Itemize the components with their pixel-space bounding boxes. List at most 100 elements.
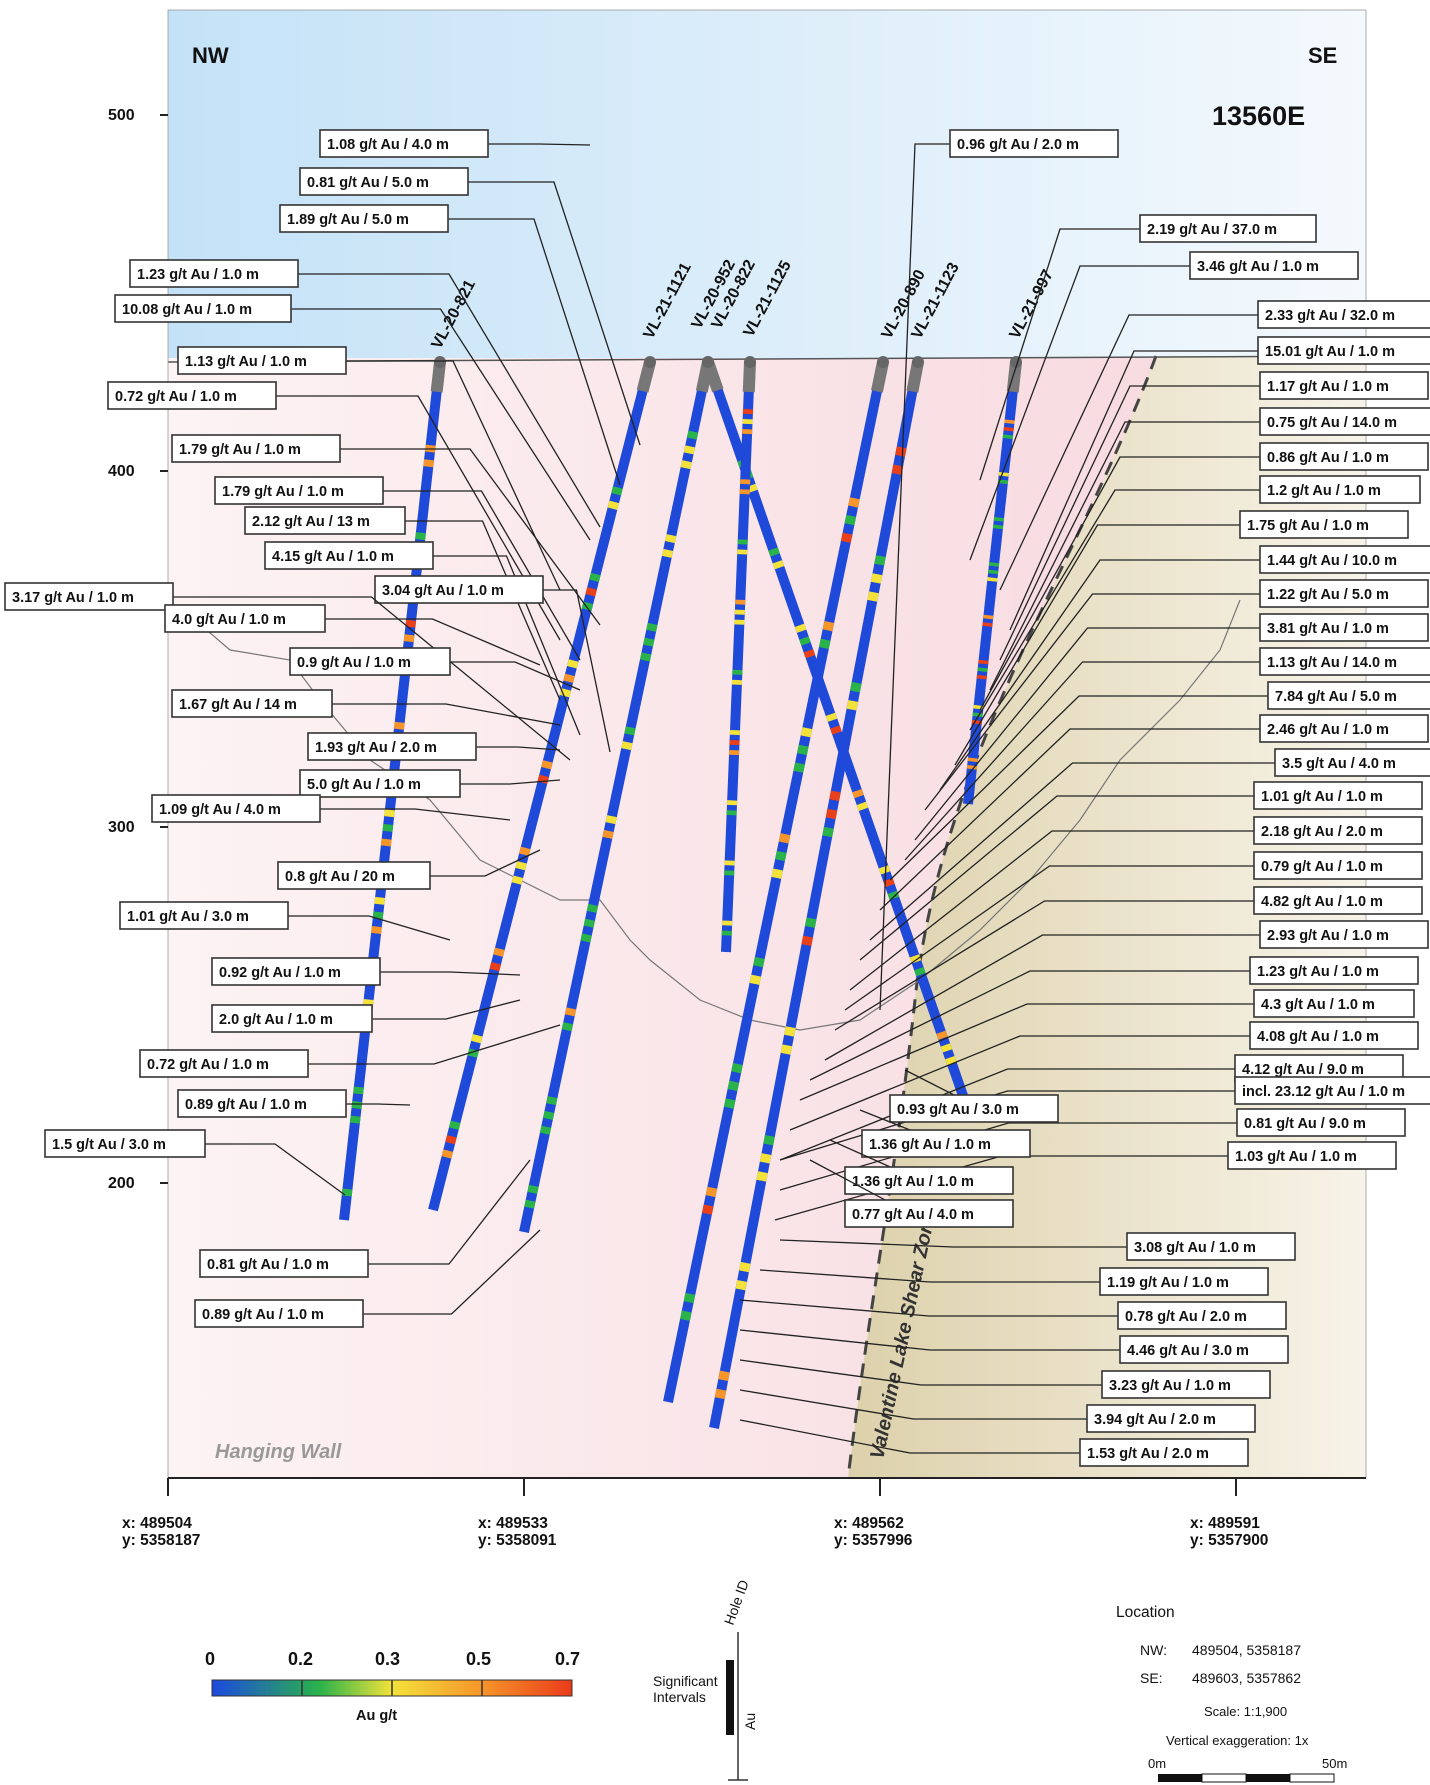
annotation-box xyxy=(151,794,321,823)
assay-band xyxy=(624,726,636,736)
assay-band xyxy=(546,1096,558,1106)
assay-annotation: 1.44 g/t Au / 10.0 m xyxy=(939,545,1430,791)
annotation-text: 4.08 g/t Au / 1.0 m xyxy=(1257,1029,1379,1045)
assay-band xyxy=(471,1034,483,1044)
assay-band xyxy=(803,649,816,659)
vertical-exaggeration: Vertical exaggeration: 1x xyxy=(1166,1733,1309,1748)
coord-x-4: x: 489591 xyxy=(1190,1515,1260,1532)
assay-annotation: incl. 23.12 g/t Au / 1.0 m xyxy=(779,1076,1430,1161)
annotation-box xyxy=(1253,886,1423,915)
assay-band xyxy=(914,966,926,977)
legend-tick-07: 0.7 xyxy=(555,1649,580,1669)
leader-line xyxy=(383,490,581,661)
assay-annotation: 0.77 g/t Au / 4.0 m xyxy=(809,1159,1014,1228)
assay-band xyxy=(541,760,553,770)
annotation-box xyxy=(1253,781,1423,810)
assay-annotation: 10.08 g/t Au / 1.0 m xyxy=(114,294,591,541)
assay-band xyxy=(844,514,857,526)
annotation-box xyxy=(1117,1301,1287,1330)
annotation-text: 0.72 g/t Au / 1.0 m xyxy=(115,389,237,405)
annotation-box xyxy=(114,294,292,323)
annotation-box xyxy=(1259,442,1429,471)
annotation-box xyxy=(1126,1232,1296,1261)
assay-band xyxy=(423,459,435,468)
assay-annotation: 0.86 g/t Au / 1.0 m xyxy=(979,442,1429,711)
annotation-text: 2.33 g/t Au / 32.0 m xyxy=(1265,308,1395,324)
leader-line xyxy=(1009,350,1258,631)
assay-annotation: 1.36 g/t Au / 1.0 m xyxy=(829,1139,1014,1195)
assay-band xyxy=(735,1279,748,1291)
leader-line xyxy=(363,1229,541,1315)
leader-line xyxy=(979,228,1140,481)
assay-band xyxy=(793,762,805,773)
leader-line xyxy=(298,273,601,528)
assay-annotation: 0.8 g/t Au / 20 m xyxy=(277,849,541,890)
annotation-text: 1.93 g/t Au / 2.0 m xyxy=(315,740,437,756)
assay-band xyxy=(393,721,405,730)
leader-line xyxy=(450,661,581,691)
annotation-box xyxy=(1259,920,1429,949)
annotation-box xyxy=(171,434,341,463)
leader-line xyxy=(405,520,561,701)
annotation-box xyxy=(1253,989,1415,1018)
assay-band xyxy=(683,1292,696,1304)
leader-line xyxy=(173,596,571,761)
assay-annotation: 0.81 g/t Au / 5.0 m xyxy=(299,167,641,446)
annotation-text: 0.92 g/t Au / 1.0 m xyxy=(219,965,341,981)
assay-annotation: 4.08 g/t Au / 1.0 m xyxy=(789,1021,1419,1131)
annotation-box xyxy=(1259,647,1430,676)
assay-band xyxy=(895,446,907,457)
location-nw-value: 489504, 5358187 xyxy=(1192,1642,1301,1658)
footwall-zone xyxy=(848,356,1366,1478)
leader-line xyxy=(879,728,1260,911)
coordinate-axis: x: 489504 y: 5358187 x: 489533 y: 535809… xyxy=(122,1478,1268,1549)
annotation-text: 1.01 g/t Au / 3.0 m xyxy=(127,909,249,925)
assay-band xyxy=(840,532,853,543)
annotation-text: 3.81 g/t Au / 1.0 m xyxy=(1267,621,1389,637)
drill-hole: VL-20-822 xyxy=(702,257,973,1112)
leader-line xyxy=(969,489,1260,731)
assay-annotation: 2.46 g/t Au / 1.0 m xyxy=(879,714,1429,911)
annotation-box xyxy=(44,1129,206,1158)
annotation-box xyxy=(139,1049,309,1078)
assay-annotations: 1.08 g/t Au / 4.0 m 0.81 g/t Au / 5.0 m 1.… xyxy=(4,129,1430,1467)
annotation-text: 1.67 g/t Au / 14 m xyxy=(179,697,297,713)
assay-band xyxy=(351,1101,363,1110)
leader-line xyxy=(924,593,1260,811)
assay-annotation: 1.08 g/t Au / 4.0 m xyxy=(319,129,591,158)
annotation-box xyxy=(1099,1267,1269,1296)
assay-annotation: 3.23 g/t Au / 1.0 m xyxy=(739,1359,1271,1399)
leader-line xyxy=(979,456,1260,711)
assay-band xyxy=(382,823,394,832)
assay-band xyxy=(778,833,791,844)
assay-band xyxy=(580,933,592,943)
assay-annotation: 2.12 g/t Au / 13 m xyxy=(244,506,561,701)
annotation-text: 0.89 g/t Au / 1.0 m xyxy=(202,1307,324,1323)
assay-band xyxy=(825,712,838,722)
assay-band xyxy=(445,1134,457,1145)
assay-band xyxy=(489,961,501,972)
scalebar-start: 0m xyxy=(1148,1756,1166,1771)
annotation-box xyxy=(171,689,333,718)
assay-annotation: 3.04 g/t Au / 1.0 m xyxy=(374,575,611,753)
assay-annotation: 0.93 g/t Au / 3.0 m xyxy=(889,1069,1059,1123)
annotation-box xyxy=(164,604,326,633)
leader-line xyxy=(291,308,591,541)
assay-band xyxy=(718,1370,730,1381)
assay-band xyxy=(848,497,860,508)
assay-band xyxy=(775,850,787,862)
leader-line xyxy=(739,1389,1087,1420)
significant-label-2: Intervals xyxy=(653,1689,706,1705)
leader-line xyxy=(368,1159,531,1265)
legend-tick-05: 0.5 xyxy=(466,1649,491,1669)
assay-band xyxy=(441,1149,454,1159)
assay-band xyxy=(723,1098,736,1109)
annotation-text: 1.36 g/t Au / 1.0 m xyxy=(869,1137,991,1153)
assay-annotation: 2.19 g/t Au / 37.0 m xyxy=(979,214,1317,481)
legend-unit: Au g/t xyxy=(356,1708,397,1724)
annotation-text: 0.72 g/t Au / 1.0 m xyxy=(147,1057,269,1073)
assay-band xyxy=(639,652,652,662)
leader-line xyxy=(999,385,1260,661)
annotation-box xyxy=(1249,956,1419,985)
coord-y-1: y: 5358187 xyxy=(122,1532,200,1549)
